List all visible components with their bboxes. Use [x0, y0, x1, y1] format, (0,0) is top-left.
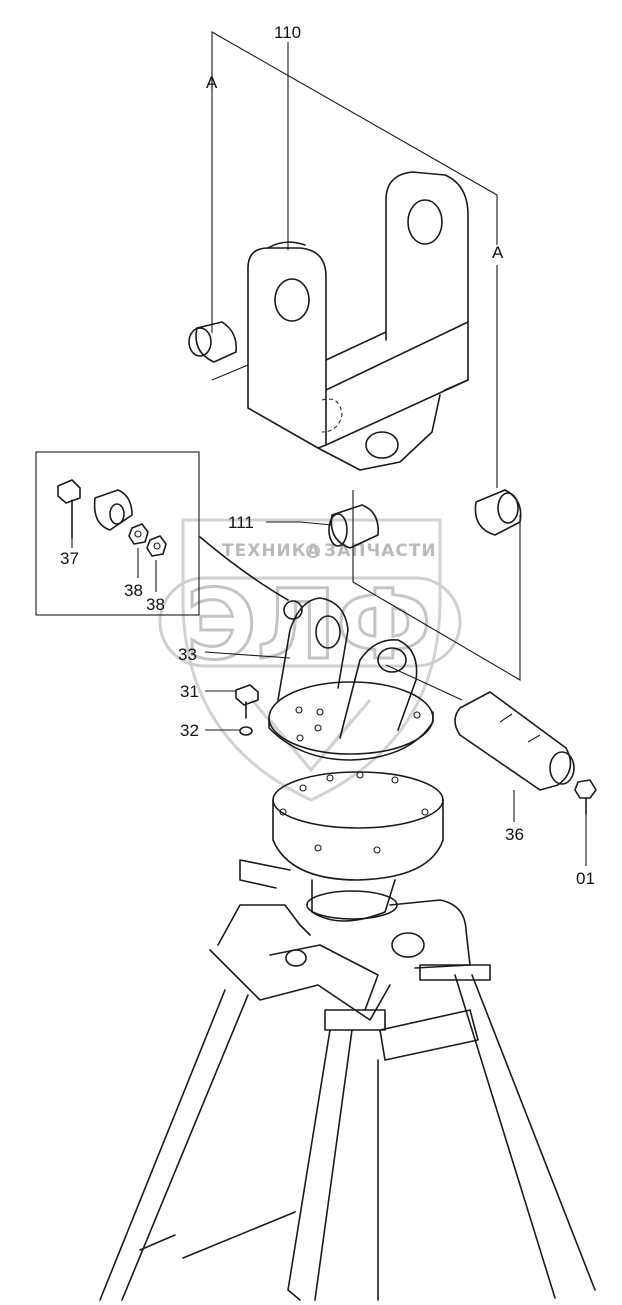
callout-ref-a-right: A [492, 243, 504, 262]
callout-111: 111 [228, 513, 254, 532]
callout-38-b: 38 [146, 595, 165, 614]
leader-lines [71, 42, 587, 866]
bracket-110 [211, 171, 469, 471]
callout-110: 110 [274, 23, 301, 42]
callout-labels: 110 A A 111 37 38 38 33 31 32 36 01 [60, 23, 595, 888]
tripod-stand [99, 771, 596, 1301]
bushing-111 [328, 504, 379, 549]
watermark-logo: ЭЛФ [186, 569, 431, 681]
watermark-text-right: ЗАПЧАСТИ [324, 541, 437, 561]
bushing-right [474, 489, 522, 536]
callout-01: 01 [576, 869, 595, 888]
callout-36: 36 [505, 825, 524, 844]
reference-lines-a [211, 31, 521, 681]
bolt-31 [235, 684, 259, 719]
watermark-text-left: ТЕХНИКА [222, 541, 321, 561]
watermark: ТЕХНИКА ЗАПЧАСТИ ЭЛФ [158, 518, 462, 802]
callout-38-a: 38 [124, 581, 143, 600]
callout-37: 37 [60, 549, 79, 568]
swivel-head-33 [199, 536, 434, 761]
inset-detail-box [35, 451, 200, 616]
callout-ref-a-left: A [206, 73, 218, 92]
gear-icon [306, 544, 320, 558]
bolt-01 [574, 779, 597, 815]
callout-32: 32 [180, 721, 199, 740]
bushing-left [188, 321, 238, 363]
washer-32 [239, 726, 253, 736]
pin-36 [385, 664, 575, 791]
callout-31: 31 [180, 682, 199, 701]
callout-33: 33 [178, 645, 197, 664]
